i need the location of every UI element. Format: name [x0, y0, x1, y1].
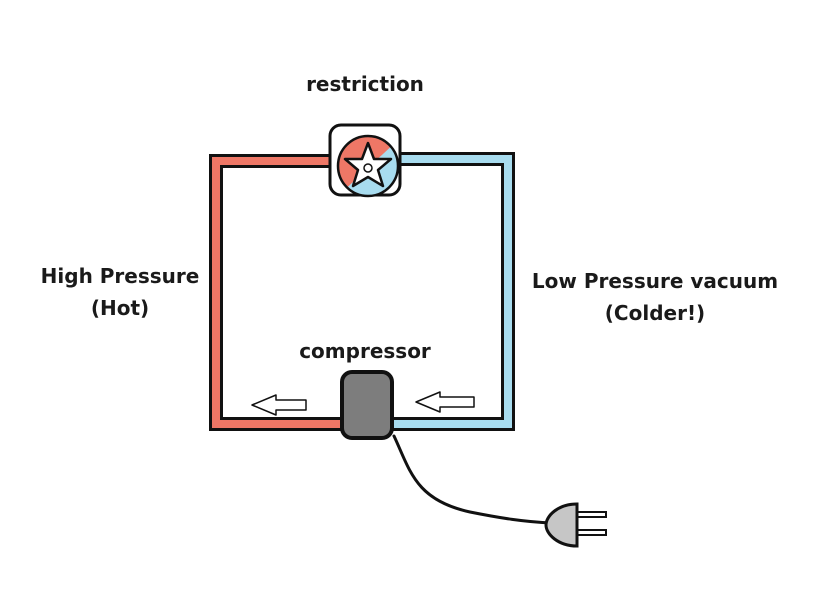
hot-fill [212, 157, 345, 428]
compressor-label: compressor [290, 335, 440, 367]
flow-arrow-right-side-icon [415, 391, 475, 413]
power-cord [392, 434, 554, 525]
low-pressure-line1: Low Pressure vacuum [531, 269, 779, 293]
low-pressure-pipe [390, 152, 515, 431]
low-pressure-line2: (Colder!) [604, 301, 706, 325]
restriction-label-text: restriction [306, 72, 424, 96]
plug-icon [544, 502, 607, 548]
compressor-unit [340, 370, 394, 440]
high-pressure-line2: (Hot) [90, 296, 150, 320]
high-pressure-line1: High Pressure [40, 264, 200, 288]
restriction-valve [328, 123, 402, 198]
flow-arrow-left-icon [251, 394, 307, 416]
low-pressure-label: Low Pressure vacuum (Colder!) [520, 265, 790, 329]
compressor-label-text: compressor [299, 339, 431, 363]
high-pressure-pipe [209, 154, 345, 431]
restriction-label: restriction [280, 68, 450, 100]
cold-fill [390, 155, 512, 428]
high-pressure-label: High Pressure (Hot) [30, 260, 210, 324]
